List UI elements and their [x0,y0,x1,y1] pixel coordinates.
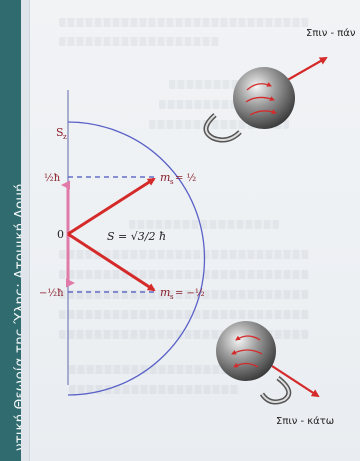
upper-state-label: m [160,171,170,184]
spin-up-rotation-highlight [205,114,241,141]
background-text-line [59,290,309,299]
spin-down-vector-arrow [67,232,156,292]
spin-up-caption: Σπιν - πάν [306,27,356,39]
background-text-line [59,270,309,279]
lower-state-label: m [160,286,170,299]
spin-up-current-arrow [246,82,272,91]
background-text-line [59,310,309,319]
lower-state-sub: s [170,293,174,301]
s-axis-sub: z [63,133,67,141]
upper-level-label: ½ħ [44,173,61,184]
spin-up-vector-arrow [67,177,156,236]
s-axis-label: S [56,126,64,139]
upper-state-value: = ½ [175,173,197,184]
spin-up-direction-arrow [283,57,328,83]
spin-down-current-arrow [231,349,263,355]
textbook-page [29,0,360,461]
background-text-line [59,37,219,46]
spin-down-caption: Σπιν - κάτω [276,415,334,427]
spin-down-current-arrow [235,335,261,341]
sidebar: ντική Θεωρία της Ύλης: Ατομική Δομή [0,0,28,461]
spin-down-current-arrow [233,362,259,368]
background-text-line [129,220,279,229]
background-text-line [59,250,309,259]
upper-state-sub: s [170,178,174,186]
lower-level-label: −½ħ [39,288,64,299]
background-text-line [69,385,239,394]
spin-down-illustration: Σπιν - κάτω [216,321,334,427]
background-text-line [59,18,309,27]
lower-state-value: = −½ [175,288,205,299]
spin-up-illustration: Σπιν - πάν [203,27,356,143]
spin-up-current-arrow [245,96,275,103]
origin-label: 0 [57,228,64,241]
spin-up-current-arrow [249,109,277,116]
spin-semicircle [67,121,206,396]
spin-down-rotation-highlight [261,377,290,403]
background-text-line [149,120,289,129]
background-text-line [69,365,239,374]
background-text-line [159,100,289,109]
spin-down-direction-arrow [271,365,320,398]
vector-magnitude-label: S = √3/2 ħ [107,230,166,243]
spin-down-sphere [216,321,276,381]
background-text-line [59,330,309,339]
background-text-line [169,80,289,89]
